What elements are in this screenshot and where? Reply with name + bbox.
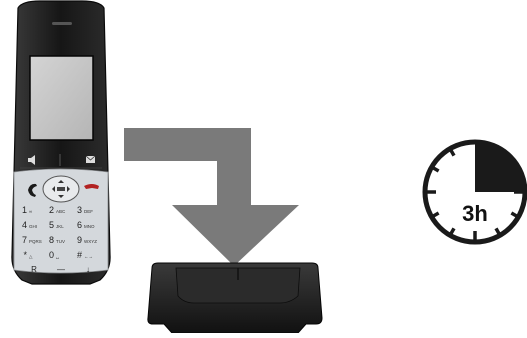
keypad-bottom-key: R — [31, 265, 37, 274]
key-digit: 6 — [77, 220, 82, 230]
charging-base — [148, 263, 322, 333]
arrow-down-into-base — [124, 128, 299, 266]
key-digit: 8 — [49, 235, 54, 245]
key-letters: ∞ — [29, 209, 32, 214]
key-digit: 1 — [22, 205, 27, 215]
key-letters: WXYZ — [84, 239, 97, 244]
key-letters: △ — [29, 254, 33, 259]
key-digit: 7 — [22, 235, 27, 245]
key-letters: MNO — [84, 224, 95, 229]
key-digit: 3 — [77, 205, 82, 215]
key-letters: DEF — [84, 209, 93, 214]
key-letters: TUV — [56, 239, 65, 244]
key-digit: 9 — [77, 235, 82, 245]
navigation-key — [43, 176, 79, 202]
key-digit: * — [23, 250, 27, 260]
key-digit: 0 — [49, 250, 54, 260]
key-digit: 2 — [49, 205, 54, 215]
timer-label: 3h — [462, 201, 488, 226]
key-digit: 4 — [22, 220, 27, 230]
message-icon — [86, 156, 95, 163]
keypad-bottom-key: ↓ — [86, 265, 90, 274]
key-letters: ←→ — [84, 254, 93, 259]
keypad-bottom-key: — — [57, 265, 65, 274]
key-letters: ABC — [56, 209, 66, 214]
timer-elapsed-sector — [475, 142, 525, 192]
key-letters: JKL — [56, 224, 64, 229]
key-digit: # — [77, 250, 82, 260]
key-digit: 5 — [49, 220, 54, 230]
handset-display — [30, 56, 93, 140]
earpiece-slot — [52, 22, 72, 25]
charging-timer-icon: 3h — [425, 142, 525, 242]
key-letters: PQRS — [29, 239, 42, 244]
key-letters: GHI — [29, 224, 37, 229]
